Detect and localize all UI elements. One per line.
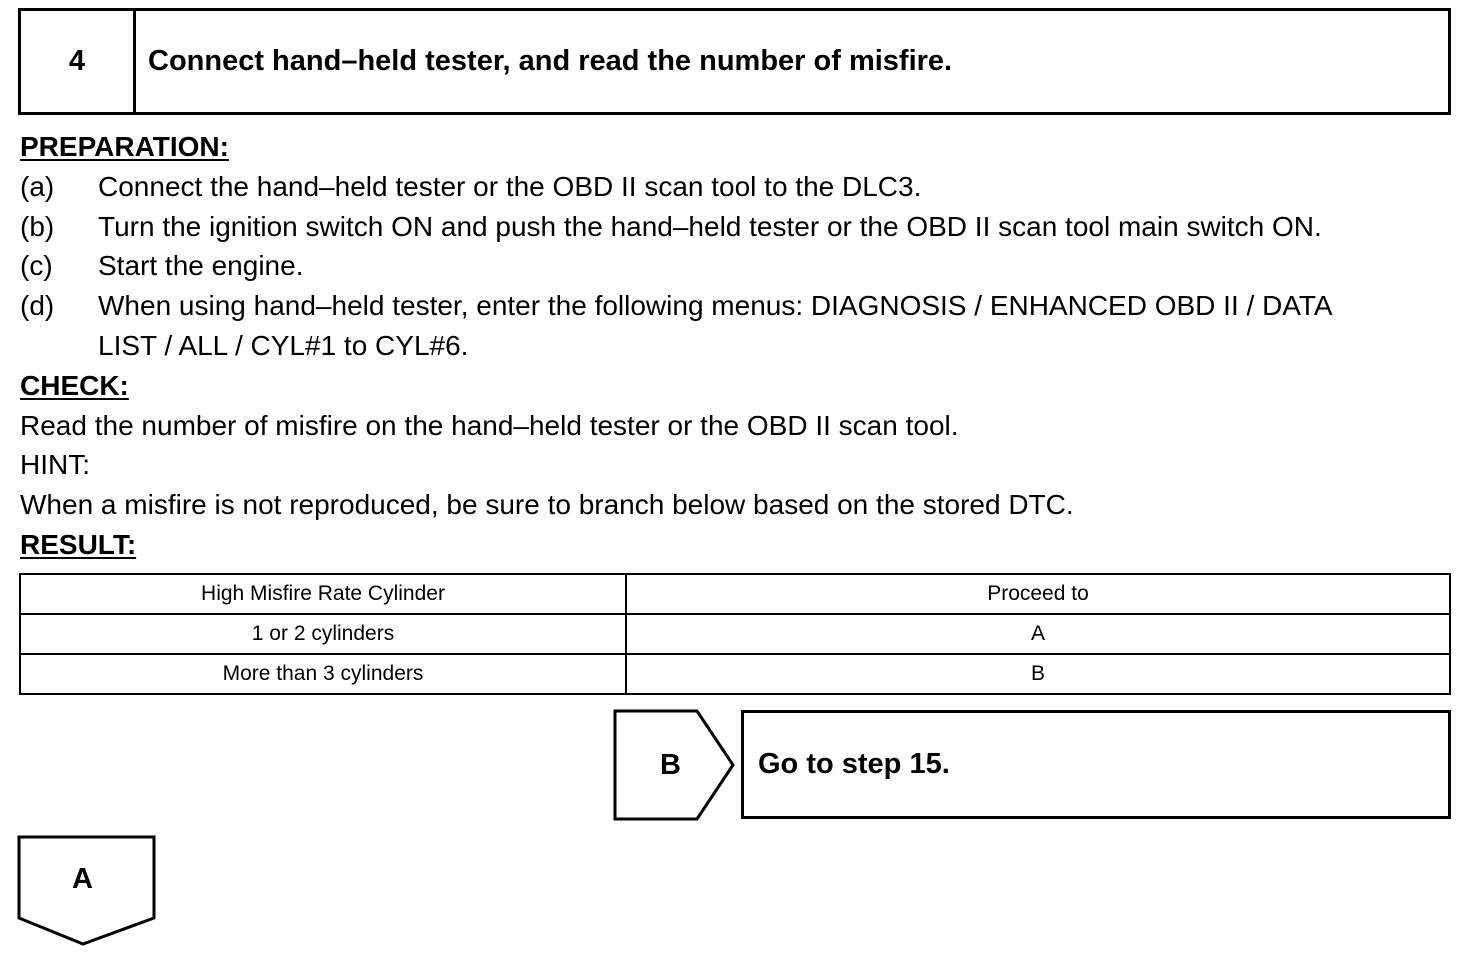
step-number: 4 [21, 11, 136, 112]
hint-label: HINT: [20, 449, 90, 480]
table-cell: 1 or 2 cylinders [19, 613, 627, 655]
branch-a-arrow-shape [17, 835, 156, 946]
item-label: (c) [20, 250, 53, 281]
table-header-cell: High Misfire Rate Cylinder [19, 573, 627, 615]
item-label: (d) [20, 290, 55, 321]
item-text: When using hand–held tester, enter the f… [98, 290, 1333, 321]
item-text: Start the engine. [98, 250, 304, 281]
item-text: Connect the hand–held tester or the OBD … [98, 171, 922, 202]
result-table: High Misfire Rate Cylinder Proceed to 1 … [19, 573, 1451, 695]
item-text: Turn the ignition switch ON and push the… [98, 211, 1322, 242]
table-row: More than 3 cylinders B [19, 653, 1451, 695]
item-label: (a) [20, 171, 55, 202]
table-cell: A [625, 613, 1451, 655]
table-cell: More than 3 cylinders [19, 653, 627, 695]
item-label: (b) [20, 211, 55, 242]
check-text: Read the number of misfire on the hand–h… [20, 410, 959, 441]
branch-b-target: Go to step 15. [741, 710, 1451, 819]
item-text-continued: LIST / ALL / CYL#1 to CYL#6. [98, 330, 469, 361]
table-header-cell: Proceed to [625, 573, 1451, 615]
branch-b-arrow-shape [613, 709, 735, 821]
result-heading: RESULT: [20, 529, 137, 560]
preparation-heading: PREPARATION: [20, 131, 229, 162]
table-row: 1 or 2 cylinders A [19, 613, 1451, 655]
table-header-row: High Misfire Rate Cylinder Proceed to [19, 573, 1451, 615]
branch-a-label: A [72, 863, 93, 895]
check-heading: CHECK: [20, 370, 129, 401]
step-title: Connect hand–held tester, and read the n… [148, 45, 953, 77]
table-cell: B [625, 653, 1451, 695]
step-header: 4 Connect hand–held tester, and read the… [18, 8, 1451, 115]
hint-text: When a misfire is not reproduced, be sur… [20, 489, 1074, 520]
branch-b-label: B [660, 749, 681, 781]
